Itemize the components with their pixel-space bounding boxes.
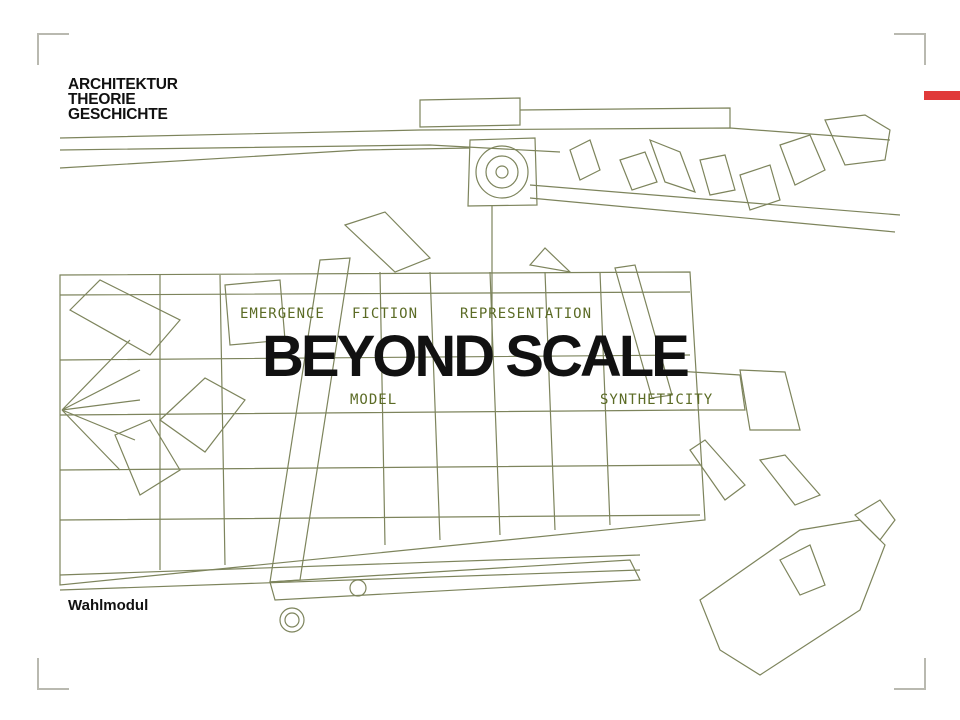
keyword-model: MODEL (350, 392, 398, 408)
crop-mark-top-left (37, 33, 69, 65)
page-title: BEYOND SCALE (262, 324, 690, 389)
institution-line: GESCHICHTE (68, 106, 168, 123)
keyword-representation: REPRESENTATION (460, 306, 593, 322)
crop-mark-bottom-right (894, 658, 926, 690)
keyword-emergence: EMERGENCE (240, 306, 325, 322)
accent-bar (924, 91, 960, 100)
fan-icon (467, 137, 538, 207)
institution-line: THEORIE (68, 91, 136, 108)
module-type-label: Wahlmodul (68, 597, 149, 614)
crop-mark-bottom-left (37, 658, 69, 690)
keyword-syntheticity: SYNTHETICITY (600, 392, 714, 408)
institution-name: ARCHITEKTUR THEORIE GESCHICHTE (68, 76, 178, 123)
keyword-fiction: FICTION (352, 306, 419, 322)
institution-line: ARCHITEKTUR (68, 76, 178, 93)
crop-mark-top-right (894, 33, 926, 65)
